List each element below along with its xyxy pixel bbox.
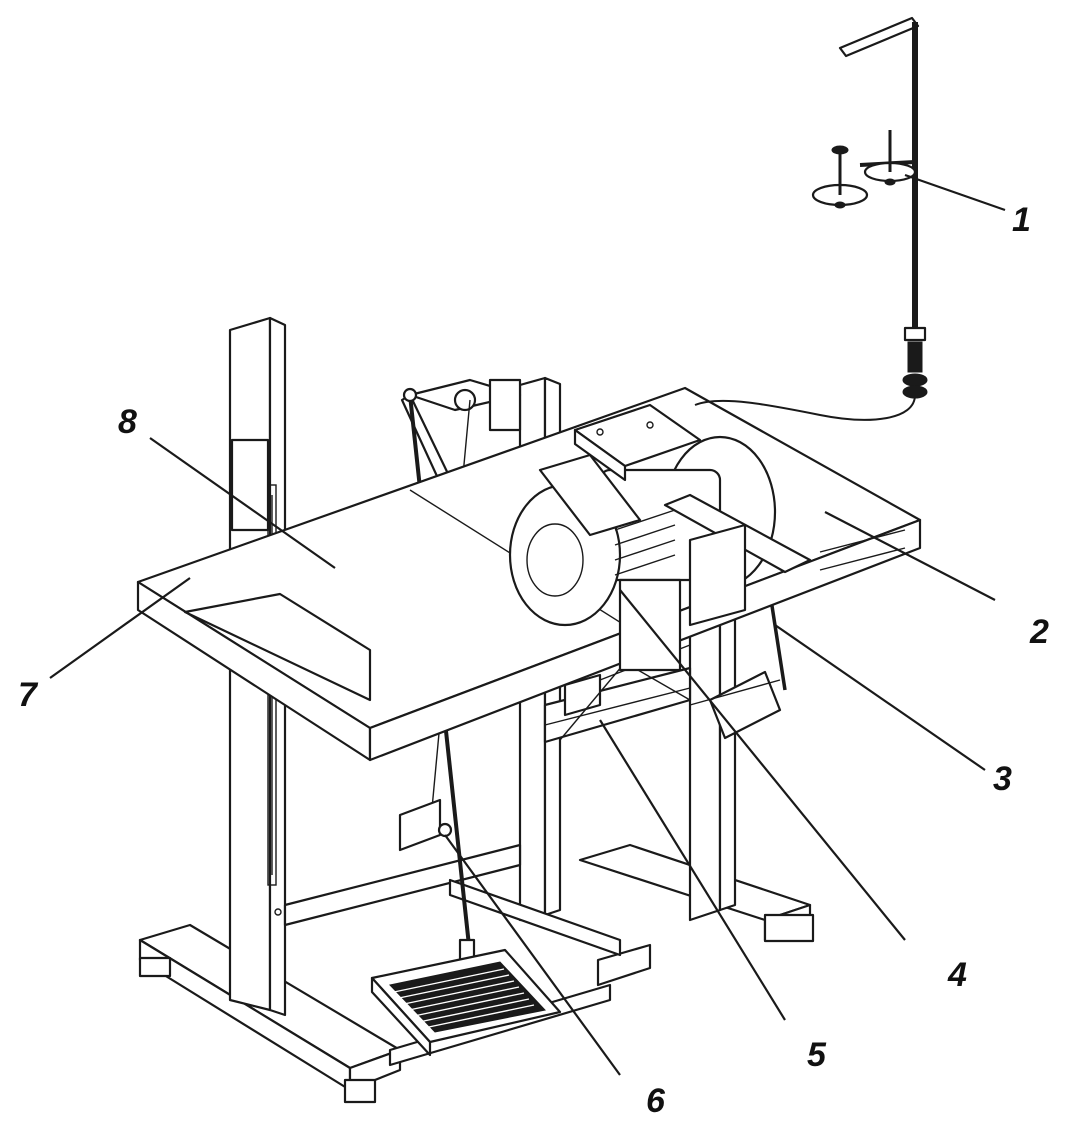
leader-4	[619, 589, 906, 941]
foot-pedal	[370, 948, 562, 1057]
leader-5	[599, 719, 786, 1021]
leader-lines	[49, 173, 1006, 1076]
callout-7: 7	[18, 676, 37, 714]
thread-stand-shape	[694, 16, 928, 421]
callout-4: 4	[948, 956, 967, 994]
callout-8: 8	[118, 403, 137, 441]
drawer	[183, 592, 372, 702]
callout-2: 2	[1030, 613, 1049, 651]
leader-8	[149, 437, 336, 569]
leader-3	[774, 624, 986, 771]
leader-1	[904, 173, 1006, 212]
callout-3: 3	[993, 760, 1012, 798]
leader-6	[444, 834, 621, 1076]
knee-lift-bar	[663, 493, 812, 627]
leader-2	[824, 511, 996, 601]
lower-crossbar-shape	[543, 666, 692, 744]
callout-5: 5	[807, 1036, 826, 1074]
callout-6: 6	[646, 1082, 665, 1120]
leader-7	[49, 577, 191, 679]
left-leg	[228, 316, 287, 1017]
callout-1: 1	[1012, 201, 1031, 239]
